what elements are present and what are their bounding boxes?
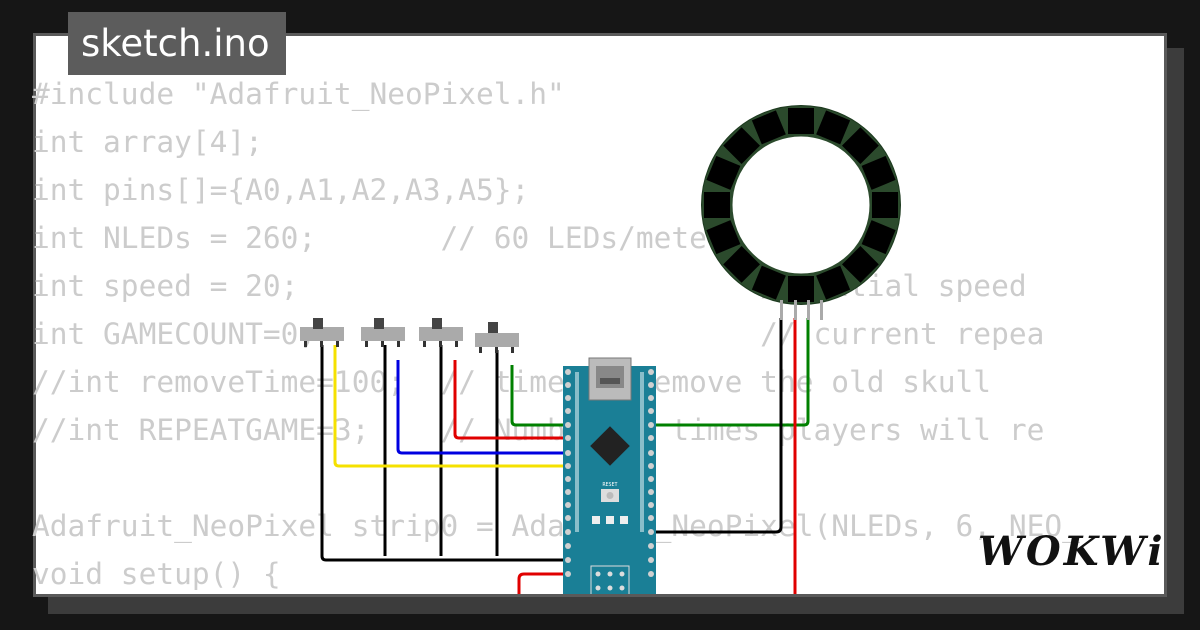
- arduino-nano-board[interactable]: RESET: [563, 357, 656, 606]
- wire-green: [648, 318, 810, 427]
- slide-switch[interactable]: [300, 318, 344, 347]
- neopixel-led: [816, 265, 851, 300]
- slide-switch[interactable]: [419, 318, 463, 347]
- wire-red: [453, 360, 570, 440]
- wire-black: [648, 318, 783, 534]
- neopixel-led: [723, 127, 760, 164]
- neopixel-led: [816, 110, 851, 145]
- neopixel-led: [706, 220, 741, 255]
- code-line: void setup() {: [32, 557, 281, 591]
- code-line: int GAMECOUNT=0; // current repea: [32, 317, 1045, 351]
- neopixel-led: [842, 127, 879, 164]
- code-line: int pins[]={A0,A1,A2,A3,A5};: [32, 173, 530, 207]
- neopixel-led: [751, 110, 786, 145]
- neopixel-led: [872, 192, 898, 218]
- neopixel-led: [704, 192, 730, 218]
- wire-yellow: [333, 345, 570, 468]
- neopixel-led: [706, 155, 741, 190]
- slide-switch[interactable]: [361, 318, 405, 347]
- code-line: int array[4];: [32, 125, 263, 159]
- neopixel-led: [861, 155, 896, 190]
- code-line: int NLEDs = 260; // 60 LEDs/meter: [32, 221, 725, 255]
- neopixel-ring[interactable]: [701, 105, 901, 321]
- wire-black: [320, 345, 570, 562]
- neopixel-led: [751, 265, 786, 300]
- slide-switch[interactable]: [475, 322, 519, 353]
- neopixel-led: [723, 246, 760, 283]
- code-line: #include "Adafruit_NeoPixel.h": [32, 77, 565, 111]
- wire-red: [517, 572, 570, 594]
- neopixel-led: [842, 246, 879, 283]
- neopixel-led: [788, 276, 814, 302]
- neopixel-led: [861, 220, 896, 255]
- file-tab[interactable]: sketch.ino: [68, 12, 286, 75]
- neopixel-led: [788, 108, 814, 134]
- wire-green: [510, 365, 570, 427]
- wokwi-logo: WOKWi: [978, 528, 1166, 575]
- wire-blue: [396, 360, 570, 455]
- reset-label: RESET: [602, 482, 617, 488]
